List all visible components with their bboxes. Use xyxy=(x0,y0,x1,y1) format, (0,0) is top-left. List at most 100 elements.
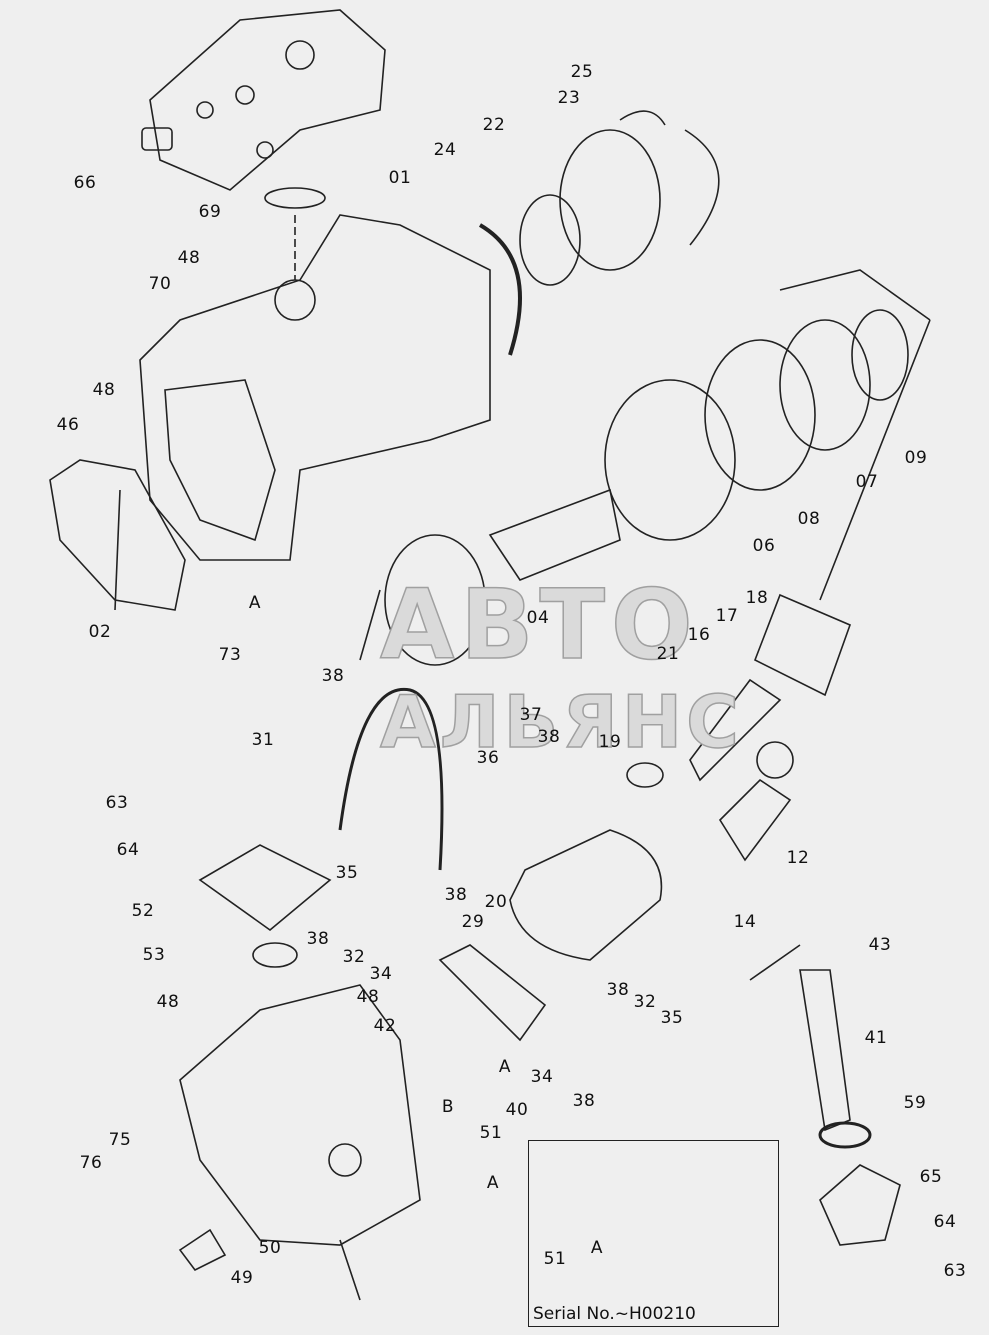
callout-label: 46 xyxy=(56,415,80,435)
callout-label: A xyxy=(590,1238,604,1258)
bearing-07 xyxy=(779,319,871,451)
pump-housing-part xyxy=(139,214,491,561)
callout-label: 65 xyxy=(919,1167,943,1187)
callout-label: 37 xyxy=(519,705,543,725)
callout-label: 38 xyxy=(444,885,468,905)
callout-label: 24 xyxy=(433,140,457,160)
callout-label: 48 xyxy=(356,987,380,1007)
bearing-23 xyxy=(559,129,661,271)
callout-label: 69 xyxy=(198,202,222,222)
callout-label: 18 xyxy=(745,588,769,608)
piston-12 xyxy=(718,778,792,862)
callout-label: 31 xyxy=(251,730,275,750)
watermark: АЛЬЯНС xyxy=(379,679,743,765)
callout-label: 73 xyxy=(218,645,242,665)
yoke-31 xyxy=(338,687,444,871)
callout-label: 34 xyxy=(530,1067,554,1087)
callout-label: 23 xyxy=(557,88,581,108)
o-ring-69 xyxy=(264,187,326,209)
callout-label: 04 xyxy=(526,608,550,628)
callout-label: 29 xyxy=(461,912,485,932)
serial-number-note: Serial No.~H00210 xyxy=(533,1304,696,1324)
piston-ball xyxy=(756,741,794,779)
cover-65 xyxy=(819,1164,901,1246)
callout-label: 06 xyxy=(752,536,776,556)
callout-label: 53 xyxy=(142,945,166,965)
callout-label: 40 xyxy=(505,1100,529,1120)
callout-label: 32 xyxy=(342,947,366,967)
callout-label: 32 xyxy=(633,992,657,1012)
callout-label: 12 xyxy=(786,848,810,868)
callout-label: 52 xyxy=(131,901,155,921)
callout-label: 41 xyxy=(864,1028,888,1048)
callout-label: 70 xyxy=(148,274,172,294)
cover-52 xyxy=(198,844,332,932)
callout-label: B xyxy=(441,1097,455,1117)
callout-label: 50 xyxy=(258,1238,282,1258)
callout-label: 42 xyxy=(373,1016,397,1036)
callout-label: 49 xyxy=(230,1268,254,1288)
callout-label: 36 xyxy=(476,748,500,768)
callout-label: 76 xyxy=(79,1153,103,1173)
callout-label: 38 xyxy=(321,666,345,686)
callout-label: 38 xyxy=(306,929,330,949)
callout-label: 48 xyxy=(92,380,116,400)
callout-label: 43 xyxy=(868,935,892,955)
callout-label: A xyxy=(248,593,262,613)
nut-09 xyxy=(851,309,909,401)
bearing-22 xyxy=(519,194,581,286)
callout-label: 14 xyxy=(733,912,757,932)
callout-label: 22 xyxy=(482,115,506,135)
snap-ring-25 xyxy=(619,110,720,246)
o-ring-24 xyxy=(478,223,522,356)
callout-label: A xyxy=(486,1173,500,1193)
callout-label: 48 xyxy=(156,992,180,1012)
callout-label: 25 xyxy=(570,62,594,82)
shaft-part xyxy=(488,488,621,581)
callout-label: A xyxy=(498,1057,512,1077)
plug-41 xyxy=(799,969,851,1132)
spacer-08 xyxy=(704,339,816,491)
servo-shaft-part xyxy=(689,678,782,782)
serial-inset: 51 A Serial No.~H00210 xyxy=(528,1140,779,1327)
o-ring-59 xyxy=(818,1121,872,1149)
callout-label: 35 xyxy=(660,1008,684,1028)
end-cover-housing xyxy=(179,984,421,1246)
callout-label: 07 xyxy=(855,472,879,492)
callout-label: 48 xyxy=(177,248,201,268)
callout-label: 09 xyxy=(904,448,928,468)
callout-label: 08 xyxy=(797,509,821,529)
callout-label: 35 xyxy=(335,863,359,883)
callout-label: 63 xyxy=(943,1261,967,1281)
callout-label: 16 xyxy=(687,625,711,645)
callout-label: 64 xyxy=(933,1212,957,1232)
callout-label: 66 xyxy=(73,173,97,193)
callout-label: 01 xyxy=(388,168,412,188)
control-valve-part xyxy=(141,9,386,191)
callout-label: 51 xyxy=(479,1123,503,1143)
screw-49 xyxy=(178,1228,227,1272)
o-ring-53 xyxy=(252,942,298,968)
bearing-06 xyxy=(604,379,736,541)
callout-label: 75 xyxy=(108,1130,132,1150)
callout-label: 38 xyxy=(606,980,630,1000)
callout-label: 21 xyxy=(656,644,680,664)
watermark: АВТО xyxy=(379,569,699,681)
callout-label: 38 xyxy=(572,1091,596,1111)
callout-label: 38 xyxy=(537,727,561,747)
gasket-02 xyxy=(49,459,186,611)
callout-label: 59 xyxy=(903,1093,927,1113)
cylinder-block-14 xyxy=(509,829,663,961)
callout-label: 34 xyxy=(369,964,393,984)
callout-label: 19 xyxy=(598,732,622,752)
callout-label: 20 xyxy=(484,892,508,912)
valve-plate-40 xyxy=(438,944,547,1042)
callout-label: 63 xyxy=(105,793,129,813)
callout-label: 64 xyxy=(116,840,140,860)
drive-shaft-04 xyxy=(384,534,486,666)
lever-bracket-lines xyxy=(753,593,852,697)
spring-19 xyxy=(626,762,664,788)
callout-label: 51 xyxy=(543,1249,567,1269)
